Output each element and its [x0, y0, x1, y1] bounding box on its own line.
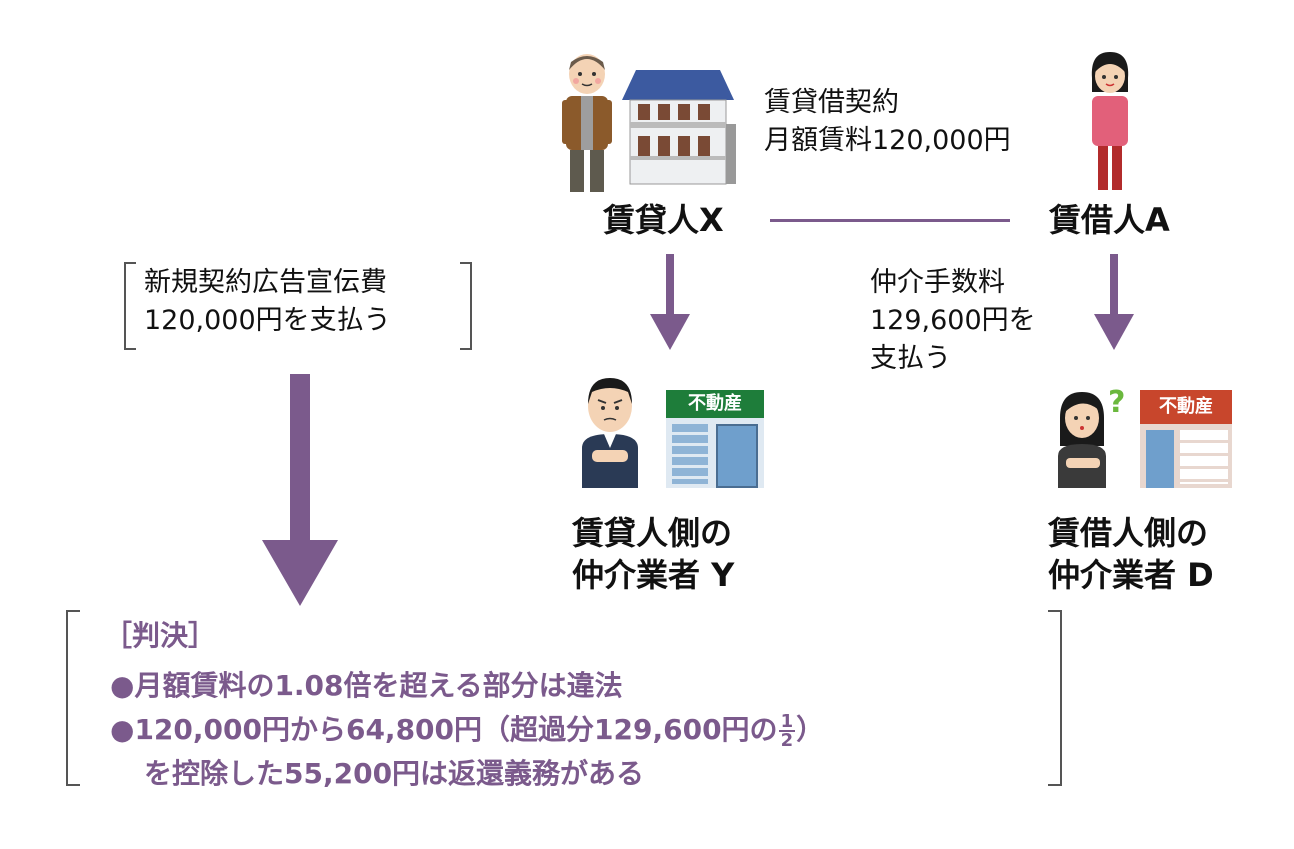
woman-icon [1091, 52, 1129, 190]
contract-connector-line [770, 219, 1010, 222]
judgment-item-2-cont: を控除した55,200円は返還義務がある [144, 757, 645, 790]
brokerage-fee-amount: 129,600円を [870, 305, 1036, 336]
lessee-down-arrow [1094, 254, 1134, 350]
broker-y-label: 仲介業者 Y [572, 556, 735, 594]
lessee-a-label: 賃借人A [1049, 201, 1170, 239]
apartment-building-icon [622, 70, 736, 185]
judgment-bracket-open [66, 610, 80, 786]
brokerage-fee-pay: 支払う [870, 343, 951, 374]
shop-sign: 不動産 [666, 390, 764, 418]
confused-woman-icon: ? [1058, 385, 1125, 488]
real-estate-shop-icon-2: 不動産 [1140, 390, 1232, 488]
judgment-item-1-text: 月額賃料の1.08倍を超える部分は違法 [134, 669, 623, 702]
broker-d-label: 仲介業者 D [1048, 556, 1214, 594]
judgment-title: ［判決］ [104, 619, 217, 652]
worried-man-icon [582, 378, 638, 488]
svg-text:?: ? [1108, 385, 1125, 420]
contract-label: 賃貸借契約 [764, 87, 899, 118]
judgment-item-2-text: 120,000円から64,800円（超過分129,600円の [134, 713, 778, 746]
judgment-bracket-close [1048, 610, 1062, 786]
fraction-denominator: 2 [780, 730, 794, 751]
big-down-arrow [262, 374, 338, 606]
shop-sign-2: 不動産 [1140, 390, 1232, 424]
left-note-bracket-open [124, 262, 136, 350]
fraction-numerator: 1 [778, 711, 796, 732]
bullet: ● [110, 669, 135, 702]
lessor-down-arrow [650, 254, 690, 350]
ad-expense-amount: 120,000円を支払う [144, 305, 391, 336]
brokerage-fee-label: 仲介手数料 [870, 267, 1005, 298]
bullet: ● [110, 713, 135, 746]
lessee-side-label: 賃借人側の [1048, 514, 1209, 552]
monthly-rent-label: 月額賃料120,000円 [764, 125, 1011, 156]
elderly-man-icon [562, 54, 612, 192]
judgment-item-2-close: ） [796, 713, 825, 746]
left-note-bracket-close [460, 262, 472, 350]
lessor-side-label: 賃貸人側の [572, 514, 733, 552]
real-estate-shop-icon: 不動産 [666, 390, 764, 488]
lessor-x-label: 賃貸人X [603, 201, 724, 239]
ad-expense-label: 新規契約広告宣伝費 [144, 267, 387, 298]
judgment-item-1: ●月額賃料の1.08倍を超える部分は違法 [110, 664, 824, 708]
